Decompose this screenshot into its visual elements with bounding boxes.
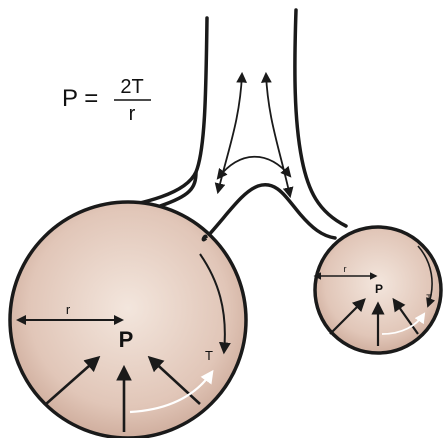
airflow-arrow-cross bbox=[216, 155, 292, 180]
large-alveolus-arrows bbox=[16, 253, 231, 432]
large-pressure-label: P bbox=[119, 327, 134, 352]
laplace-formula: P = 2T r bbox=[62, 76, 151, 125]
large-tension-arrow-white bbox=[129, 369, 214, 414]
bronchus-junctions bbox=[159, 171, 208, 242]
large-alveolus bbox=[8, 200, 248, 438]
small-radius-label: r bbox=[344, 264, 347, 274]
small-pressure-label: P bbox=[375, 282, 383, 296]
right-bronchus-outer-wall bbox=[293, 8, 348, 228]
formula-lhs: P = bbox=[62, 85, 98, 112]
small-tension-arrow-white bbox=[381, 312, 426, 335]
large-pressure-arrow-left bbox=[45, 355, 101, 405]
small-tension-arrow-dark bbox=[417, 245, 436, 308]
small-pressure-arrow-left bbox=[329, 298, 366, 335]
airflow-arrows bbox=[214, 71, 294, 199]
small-tension-label: T bbox=[426, 293, 432, 303]
formula-numerator: 2T bbox=[120, 76, 143, 98]
large-tension-arrow-dark bbox=[199, 253, 231, 355]
small-pressure-arrow-right bbox=[392, 297, 419, 335]
small-alveolus-arrows bbox=[313, 245, 436, 346]
large-pressure-arrow-right bbox=[147, 355, 201, 405]
large-radius-label: r bbox=[66, 302, 71, 317]
airflow-arrow-up-right bbox=[260, 71, 294, 199]
large-tension-label: T bbox=[205, 348, 213, 363]
formula-denominator: r bbox=[129, 103, 136, 125]
